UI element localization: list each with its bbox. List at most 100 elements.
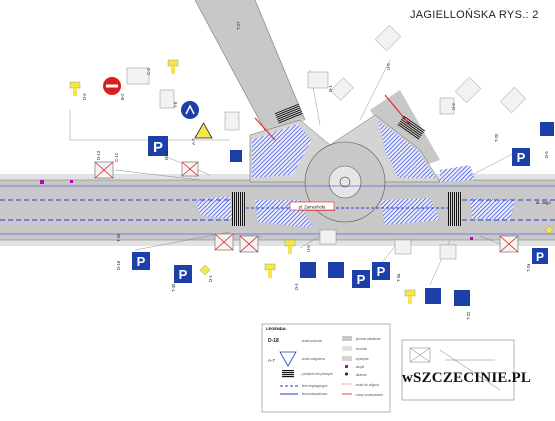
sign-plate bbox=[126, 67, 150, 85]
warning-diamond bbox=[199, 264, 211, 276]
legend-text-right: - słupki bbox=[354, 365, 364, 369]
sign-to-remove bbox=[499, 235, 519, 253]
svg-text:T-3a: T-3a bbox=[396, 273, 401, 282]
lamp-icon bbox=[167, 59, 179, 74]
svg-text:T-2a: T-2a bbox=[526, 263, 531, 272]
sign-to-remove bbox=[239, 235, 259, 253]
legend-triangle bbox=[279, 351, 297, 367]
parking-sign: P bbox=[512, 148, 530, 166]
svg-text:U-3: U-3 bbox=[451, 103, 456, 110]
svg-text:U-5: U-5 bbox=[386, 63, 391, 70]
svg-text:P: P bbox=[179, 267, 188, 282]
legend-text-right: - nowy oznakowanie bbox=[354, 393, 383, 397]
hatched-area-bottom-right bbox=[380, 198, 440, 225]
svg-text:C-12: C-12 bbox=[114, 152, 119, 162]
legend-text-left: - przejście dla pieszych bbox=[300, 372, 333, 376]
svg-text:T-27: T-27 bbox=[236, 21, 241, 30]
svg-text:T-25: T-25 bbox=[116, 233, 121, 242]
street-label-center: pl. Zamenhofa bbox=[299, 205, 326, 210]
sign-plate bbox=[319, 229, 337, 245]
legend-text-right: - znaki do zdjęcia bbox=[354, 383, 379, 387]
info-sign bbox=[230, 150, 242, 162]
hatched-area-top-right bbox=[440, 165, 475, 182]
legend-heading: LEGENDA: bbox=[266, 326, 287, 331]
watermark-logo: wSZCZECINIE.PL bbox=[402, 370, 532, 386]
svg-text:B-2: B-2 bbox=[120, 93, 125, 100]
sign-to-remove bbox=[94, 161, 114, 179]
svg-text:D-18: D-18 bbox=[116, 260, 121, 270]
svg-text:D-6: D-6 bbox=[82, 93, 87, 100]
info-sign bbox=[328, 262, 344, 278]
svg-text:D-5: D-5 bbox=[544, 151, 549, 158]
hatched-area-far-left bbox=[195, 196, 232, 220]
warning-sign bbox=[194, 122, 213, 139]
svg-text:D-4: D-4 bbox=[294, 283, 299, 290]
svg-text:P: P bbox=[377, 264, 386, 279]
info-sign bbox=[425, 288, 441, 304]
warning-diamond bbox=[544, 225, 554, 235]
parking-sign: P bbox=[174, 265, 192, 283]
legend-text-right: - jezdnia asfaltowa bbox=[354, 337, 381, 341]
sign-plate bbox=[439, 97, 455, 115]
svg-text:D-18: D-18 bbox=[268, 338, 279, 344]
marker bbox=[40, 180, 44, 184]
svg-text:T-20: T-20 bbox=[494, 133, 499, 142]
svg-text:P: P bbox=[357, 272, 366, 287]
lamp-icon bbox=[69, 81, 81, 96]
sign-plate bbox=[439, 244, 457, 260]
svg-text:P: P bbox=[536, 250, 544, 264]
sign-plate bbox=[307, 71, 329, 89]
lamp-icon bbox=[404, 289, 416, 304]
sign-plate bbox=[374, 24, 402, 52]
crossing-diagonal bbox=[274, 103, 304, 125]
legend-panel bbox=[261, 323, 391, 413]
parking-sign: P bbox=[532, 248, 548, 264]
svg-text:T-30: T-30 bbox=[171, 283, 176, 292]
street-label-box bbox=[289, 201, 335, 211]
crossing-left bbox=[232, 192, 246, 226]
hatched-area-far-right bbox=[470, 198, 515, 220]
sign-plate bbox=[454, 76, 482, 104]
info-sign bbox=[540, 122, 554, 136]
hatched-area-right bbox=[378, 120, 436, 178]
legend-text-left: - znaki pionowe bbox=[300, 339, 322, 343]
legend-text-left: - znaki ustąpienia bbox=[300, 357, 325, 361]
svg-text:D-1: D-1 bbox=[208, 275, 213, 282]
parking-sign: P bbox=[372, 262, 390, 280]
sign-to-remove bbox=[181, 161, 199, 177]
parking-sign: P bbox=[132, 252, 150, 270]
lamp-icon bbox=[264, 263, 276, 278]
svg-text:A-7: A-7 bbox=[191, 138, 196, 145]
marker bbox=[70, 180, 73, 183]
sign-plate bbox=[159, 89, 175, 109]
svg-text:T-8: T-8 bbox=[173, 101, 178, 108]
svg-text:P: P bbox=[153, 139, 163, 156]
parking-sign: P bbox=[352, 270, 370, 288]
diagonal-road-nw bbox=[195, 0, 305, 140]
info-sign bbox=[300, 262, 316, 278]
sidewalk-bottom bbox=[0, 240, 555, 246]
sign-to-remove bbox=[214, 233, 234, 251]
legend-text-right: - latarnia bbox=[354, 373, 367, 377]
svg-text:A-7: A-7 bbox=[268, 358, 276, 363]
svg-text:U-5: U-5 bbox=[306, 245, 311, 252]
svg-text:D-18: D-18 bbox=[164, 150, 169, 160]
mandatory-direction-sign bbox=[181, 101, 199, 119]
svg-text:P: P bbox=[517, 150, 526, 165]
info-sign bbox=[454, 290, 470, 306]
svg-text:P: P bbox=[137, 254, 146, 269]
street-label-right: al. Jago bbox=[536, 200, 551, 205]
sign-plate bbox=[224, 111, 240, 131]
legend-text-right: - wysepka bbox=[354, 357, 369, 361]
crossing-right-upper bbox=[396, 115, 426, 141]
svg-text:D-1: D-1 bbox=[328, 85, 333, 92]
sign-plate bbox=[394, 239, 412, 255]
marker bbox=[470, 237, 473, 240]
svg-text:D-13: D-13 bbox=[96, 150, 101, 160]
sign-plate bbox=[330, 77, 354, 101]
legend-text-left: - linie segregacyjne bbox=[300, 384, 328, 388]
crossing-right bbox=[448, 192, 462, 226]
hatched-area-left bbox=[252, 124, 312, 178]
